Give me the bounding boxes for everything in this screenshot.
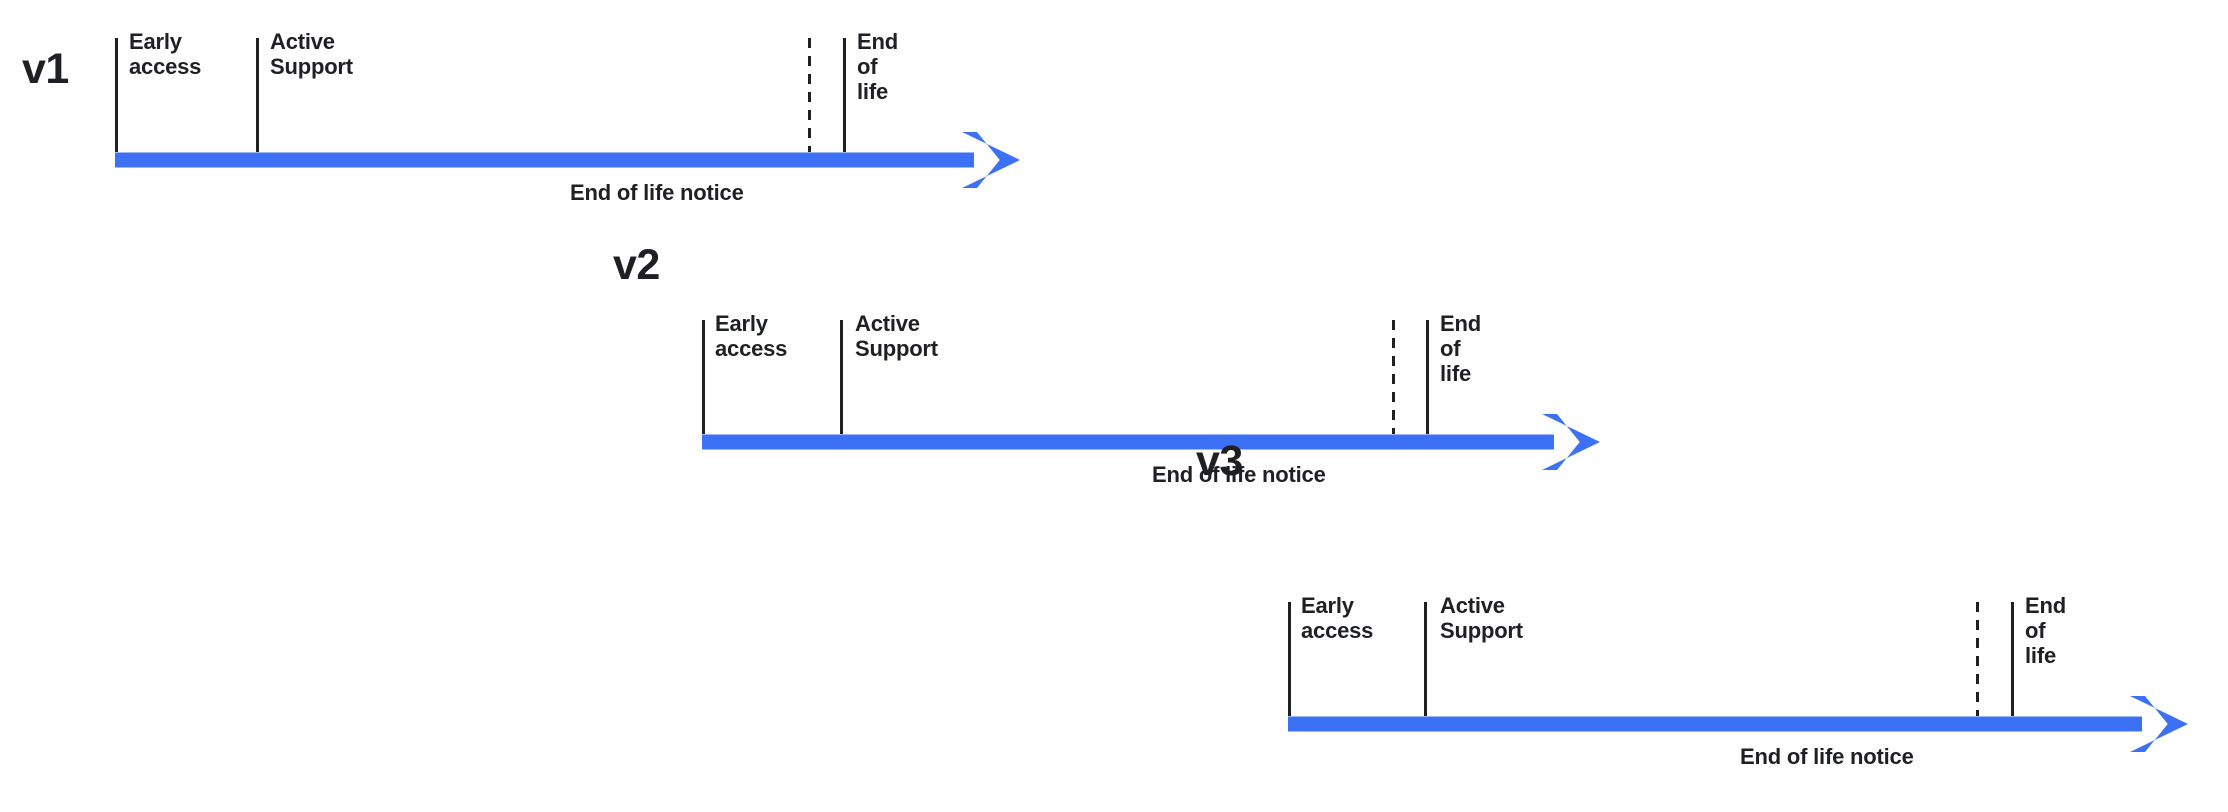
- arrow-head-icon: [2130, 695, 2188, 752]
- phase-divider-3: [1426, 320, 1429, 434]
- arrow-head-icon: [1542, 413, 1600, 470]
- phase-label-3: End of life: [1440, 311, 1481, 386]
- phase-label-1: Early access: [1301, 593, 1374, 643]
- phase-label-3: End of life: [2025, 593, 2066, 668]
- phase-label-2: Active Support: [270, 29, 353, 79]
- end-of-life-notice-divider: [1976, 602, 1979, 716]
- phase-divider-2: [256, 38, 259, 152]
- phase-divider-1: [1288, 602, 1291, 716]
- end-of-life-notice-label: End of life notice: [1152, 462, 1326, 487]
- phase-divider-2: [1424, 602, 1427, 716]
- end-of-life-notice-label: End of life notice: [1740, 744, 1914, 769]
- arrow-shaft: [115, 152, 974, 167]
- phase-divider-1: [115, 38, 118, 152]
- end-of-life-notice-divider: [1392, 320, 1395, 434]
- arrow-shaft: [702, 434, 1554, 449]
- phase-label-2: Active Support: [855, 311, 938, 361]
- phase-divider-2: [840, 320, 843, 434]
- phase-label-1: Early access: [129, 29, 202, 79]
- phase-label-2: Active Support: [1440, 593, 1523, 643]
- phase-label-3: End of life: [857, 29, 898, 104]
- version-label-v3: v3: [1196, 437, 1243, 485]
- arrow-shaft: [1288, 716, 2142, 731]
- phase-divider-3: [843, 38, 846, 152]
- lifecycle-arrow: [1288, 695, 2188, 752]
- end-of-life-notice-label: End of life notice: [570, 180, 744, 205]
- phase-divider-3: [2011, 602, 2014, 716]
- arrow-head-icon: [962, 131, 1020, 188]
- version-label-v2: v2: [613, 241, 660, 289]
- lifecycle-arrow: [702, 413, 1600, 470]
- version-label-v1: v1: [22, 45, 69, 93]
- end-of-life-notice-divider: [808, 38, 811, 152]
- lifecycle-arrow: [115, 131, 1020, 188]
- phase-divider-1: [702, 320, 705, 434]
- phase-label-1: Early access: [715, 311, 788, 361]
